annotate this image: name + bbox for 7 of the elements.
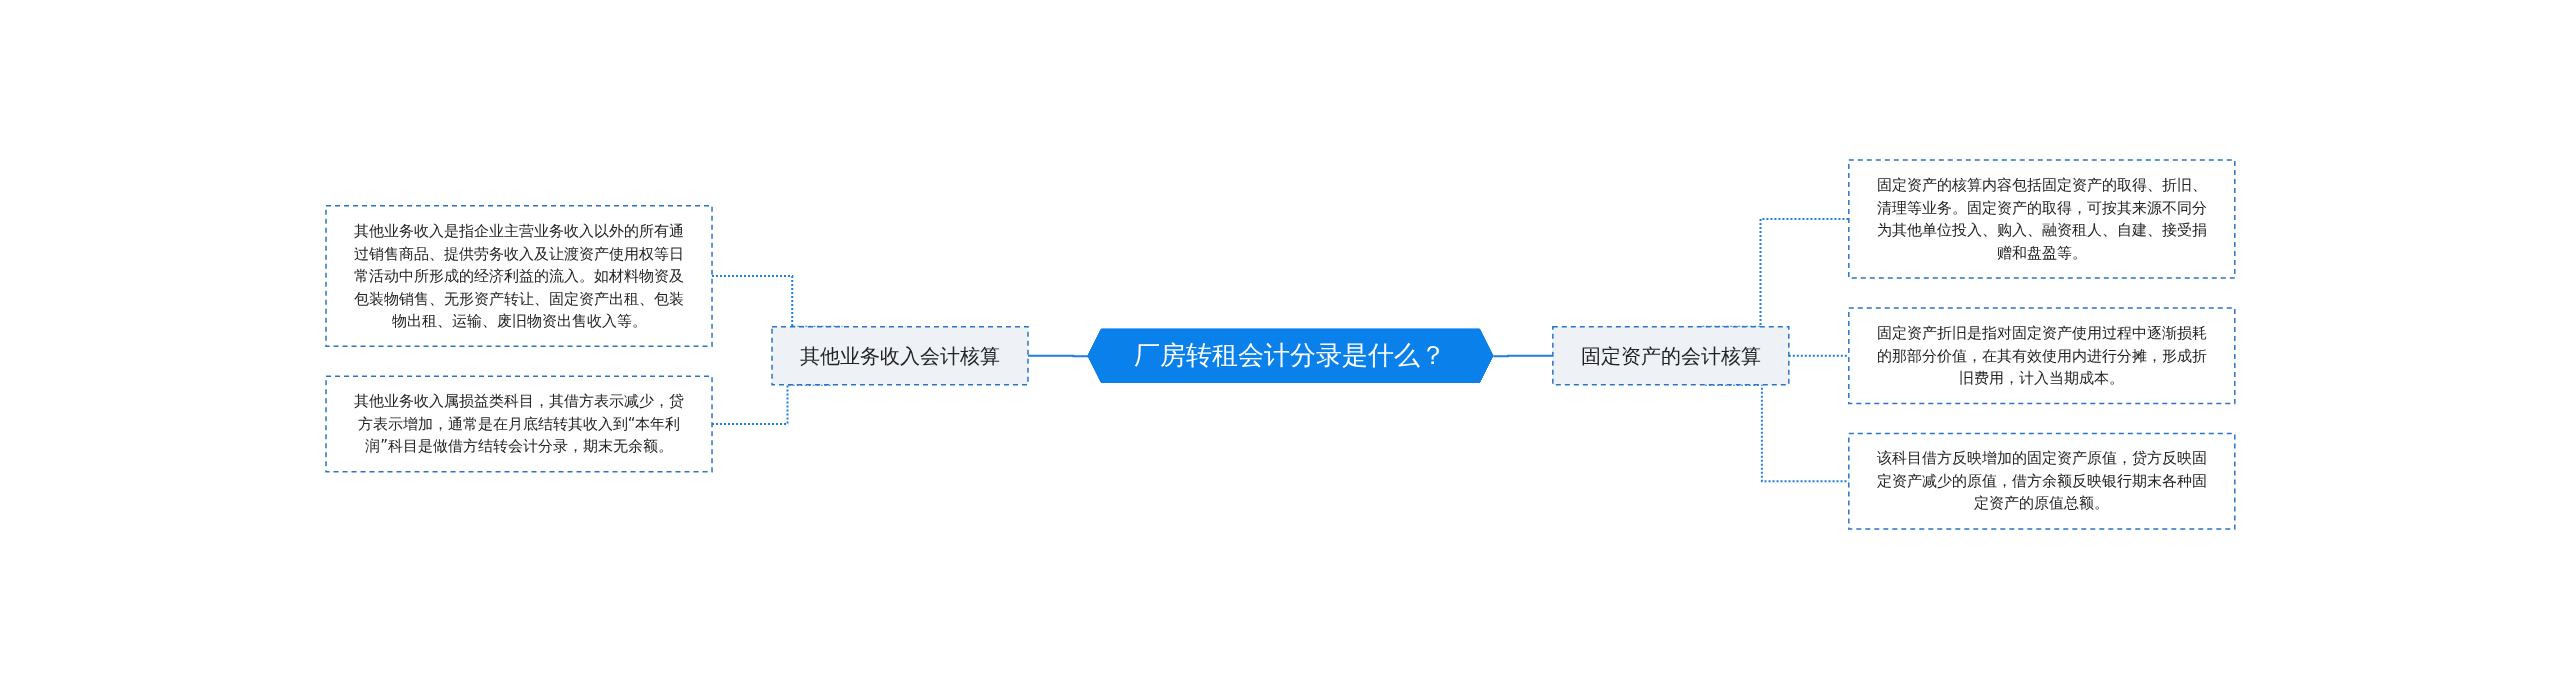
node-box: 固定资产的会计核算	[1551, 326, 1790, 386]
node-box: 固定资产折旧是指对固定资产使用过程中逐渐损耗的那部分价值，在其有效使用内进行分摊，形成折旧费用，计入当期成本。	[1847, 307, 2236, 405]
node-box: 其他业务收入是指企业主营业务收入以外的所有通过销售商品、提供劳务收入及让渡资产使用权等日常活动中所形成的经济利益的流入。如材料物资及包装物销售、无形资产转让、固定资产出租、包装物出租、运输、废旧物资出售收入等。	[324, 205, 713, 348]
node-box: 其他业务收入会计核算	[770, 326, 1029, 386]
node-box: 固定资产的核算内容包括固定资产的取得、折旧、清理等业务。固定资产的取得，可按其来源不同分为其他单位投入、购入、融资租人、自建、接受捐赠和盘盈等。	[1847, 159, 2236, 279]
node-box: 其他业务收入属损益类科目，其借方表示减少，贷方表示增加，通常是在月底结转其收入到“本年利润”科目是做借方结转会计分录，期末无余额。	[324, 375, 713, 473]
node-box: 该科目借方反映增加的固定资产原值，贷方反映固定资产减少的原值，借方余额反映银行期末各种固定资产的原值总额。	[1847, 432, 2236, 530]
